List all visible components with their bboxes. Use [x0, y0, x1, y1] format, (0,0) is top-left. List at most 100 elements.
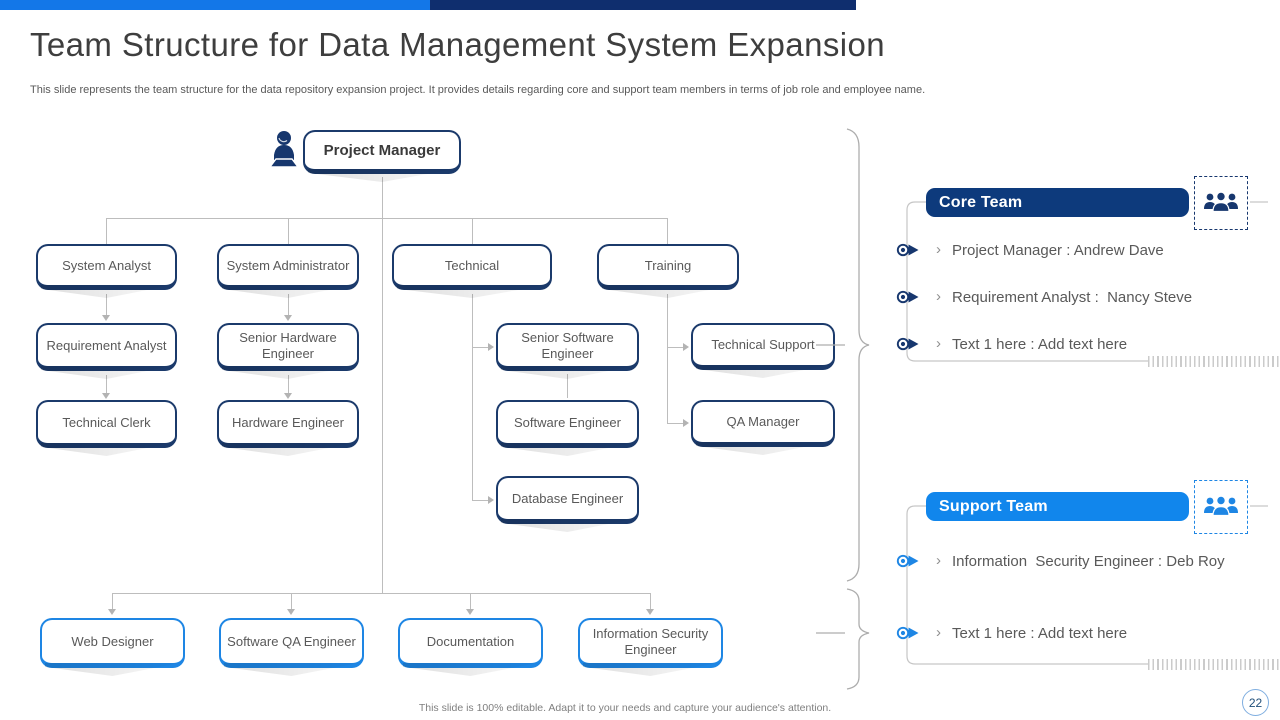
connector-line: [472, 294, 473, 500]
team-item-text: Text 1 here : Add text here: [952, 624, 1128, 642]
eye-arrow-icon: [896, 337, 919, 351]
arrow-down-icon: [646, 609, 654, 615]
org-node-senior-hardware-engineer: Senior Hardware Engineer: [217, 323, 359, 371]
footer-note: This slide is 100% editable. Adapt it to…: [418, 702, 832, 714]
eye-arrow-icon: [896, 243, 919, 257]
connector-line: [667, 294, 668, 423]
org-node-label: QA Manager: [726, 414, 800, 430]
org-node-label: Senior Hardware Engineer: [239, 329, 337, 361]
connector-line: [106, 375, 107, 395]
arrow-down-icon: [284, 315, 292, 321]
org-node-training: Training: [597, 244, 739, 290]
connector-line: [667, 423, 683, 424]
arrow-down-icon: [108, 609, 116, 615]
connector-line: [472, 500, 488, 501]
support-team-header: Support Team: [926, 492, 1189, 521]
eye-arrow-icon: [896, 626, 919, 640]
chevron-icon: ›: [936, 551, 941, 569]
org-node-qa-manager: QA Manager: [691, 400, 835, 447]
brace-icon: [846, 128, 870, 582]
connector-line: [288, 375, 289, 395]
chevron-icon: ›: [936, 287, 941, 305]
core-team-item: › Requirement Analyst : Nancy Steve: [895, 286, 1192, 308]
arrow-down-icon: [102, 393, 110, 399]
org-node-label: System Administrator: [226, 257, 350, 273]
core-panel-hatch-line: [1148, 356, 1280, 367]
org-node-system-administrator: System Administrator: [217, 244, 359, 290]
connector-line: [667, 347, 683, 348]
org-node-label: Technical: [444, 257, 500, 273]
eye-arrow-icon: [896, 290, 919, 304]
org-node-label: Hardware Engineer: [231, 414, 344, 430]
team-item-text: Requirement Analyst : Nancy Steve: [952, 288, 1193, 306]
arrow-right-icon: [683, 419, 689, 427]
connector-line: [470, 593, 471, 611]
page-subtitle: This slide represents the team structure…: [30, 84, 926, 96]
connector-line: [106, 294, 107, 315]
chevron-icon: ›: [936, 240, 941, 258]
org-node-label: Senior Software Engineer: [521, 329, 614, 361]
eye-arrow-icon: [896, 554, 919, 568]
org-node-documentation: Documentation: [398, 618, 543, 668]
arrow-right-icon: [488, 496, 494, 504]
org-node-software-qa-engineer: Software QA Engineer: [219, 618, 364, 668]
org-node-label: Software QA Engineer: [227, 633, 356, 649]
brace-icon: [846, 588, 870, 690]
team-item-text: Project Manager : Andrew Dave: [952, 241, 1164, 259]
org-node-label: Web Designer: [71, 633, 154, 649]
connector-line: [650, 593, 651, 611]
connector-line: [106, 218, 107, 244]
arrow-right-icon: [683, 343, 689, 351]
team-icon: [1204, 191, 1238, 213]
connector-line: [112, 593, 113, 611]
core-team-item: › Text 1 here : Add text here: [895, 333, 1127, 355]
org-node-technical-support: Technical Support: [691, 323, 835, 370]
org-node-label: Technical Support: [711, 337, 815, 353]
page-number-badge: 22: [1242, 689, 1269, 716]
org-node-requirement-analyst: Requirement Analyst: [36, 323, 177, 371]
org-node-label: Documentation: [426, 633, 515, 649]
team-item-text: Text 1 here : Add text here: [952, 335, 1128, 353]
top-accent-bar-navy: [430, 0, 856, 10]
connector-line: [382, 218, 383, 593]
support-team-badge: [1194, 480, 1248, 534]
top-accent-bar-blue: [0, 0, 430, 10]
core-team-title: Core Team: [939, 193, 1023, 211]
org-node-label: Information Security Engineer: [592, 625, 709, 657]
presenter-icon: [268, 131, 300, 168]
arrow-down-icon: [284, 393, 292, 399]
connector-line: [288, 294, 289, 315]
arrow-right-icon: [488, 343, 494, 351]
org-node-database-engineer: Database Engineer: [496, 476, 639, 524]
org-node-technical: Technical: [392, 244, 552, 290]
org-node-web-designer: Web Designer: [40, 618, 185, 668]
connector-line: [106, 218, 668, 219]
core-team-badge: [1194, 176, 1248, 230]
connector-line: [382, 177, 383, 218]
org-node-system-analyst: System Analyst: [36, 244, 177, 290]
org-node-label: Training: [644, 257, 692, 273]
org-node-senior-software-engineer: Senior Software Engineer: [496, 323, 639, 371]
connector-line: [291, 593, 292, 611]
support-panel-hatch-line: [1148, 659, 1280, 670]
connector-line: [472, 347, 488, 348]
connector-line: [112, 593, 650, 594]
org-node-label: Database Engineer: [511, 490, 624, 506]
connector-line: [567, 374, 568, 398]
chevron-icon: ›: [936, 334, 941, 352]
org-node-software-engineer: Software Engineer: [496, 400, 639, 448]
page-title: Team Structure for Data Management Syste…: [30, 26, 885, 63]
connector-line: [667, 218, 668, 244]
core-team-header: Core Team: [926, 188, 1189, 217]
org-node-label: Technical Clerk: [62, 414, 151, 430]
chevron-icon: ›: [936, 623, 941, 641]
org-node-hardware-engineer: Hardware Engineer: [217, 400, 359, 448]
core-team-item: › Project Manager : Andrew Dave: [895, 239, 1164, 261]
arrow-down-icon: [466, 609, 474, 615]
org-node-label: Project Manager: [323, 141, 441, 159]
connector-line: [472, 218, 473, 244]
org-node-label: Software Engineer: [514, 414, 621, 430]
support-team-title: Support Team: [939, 497, 1048, 515]
